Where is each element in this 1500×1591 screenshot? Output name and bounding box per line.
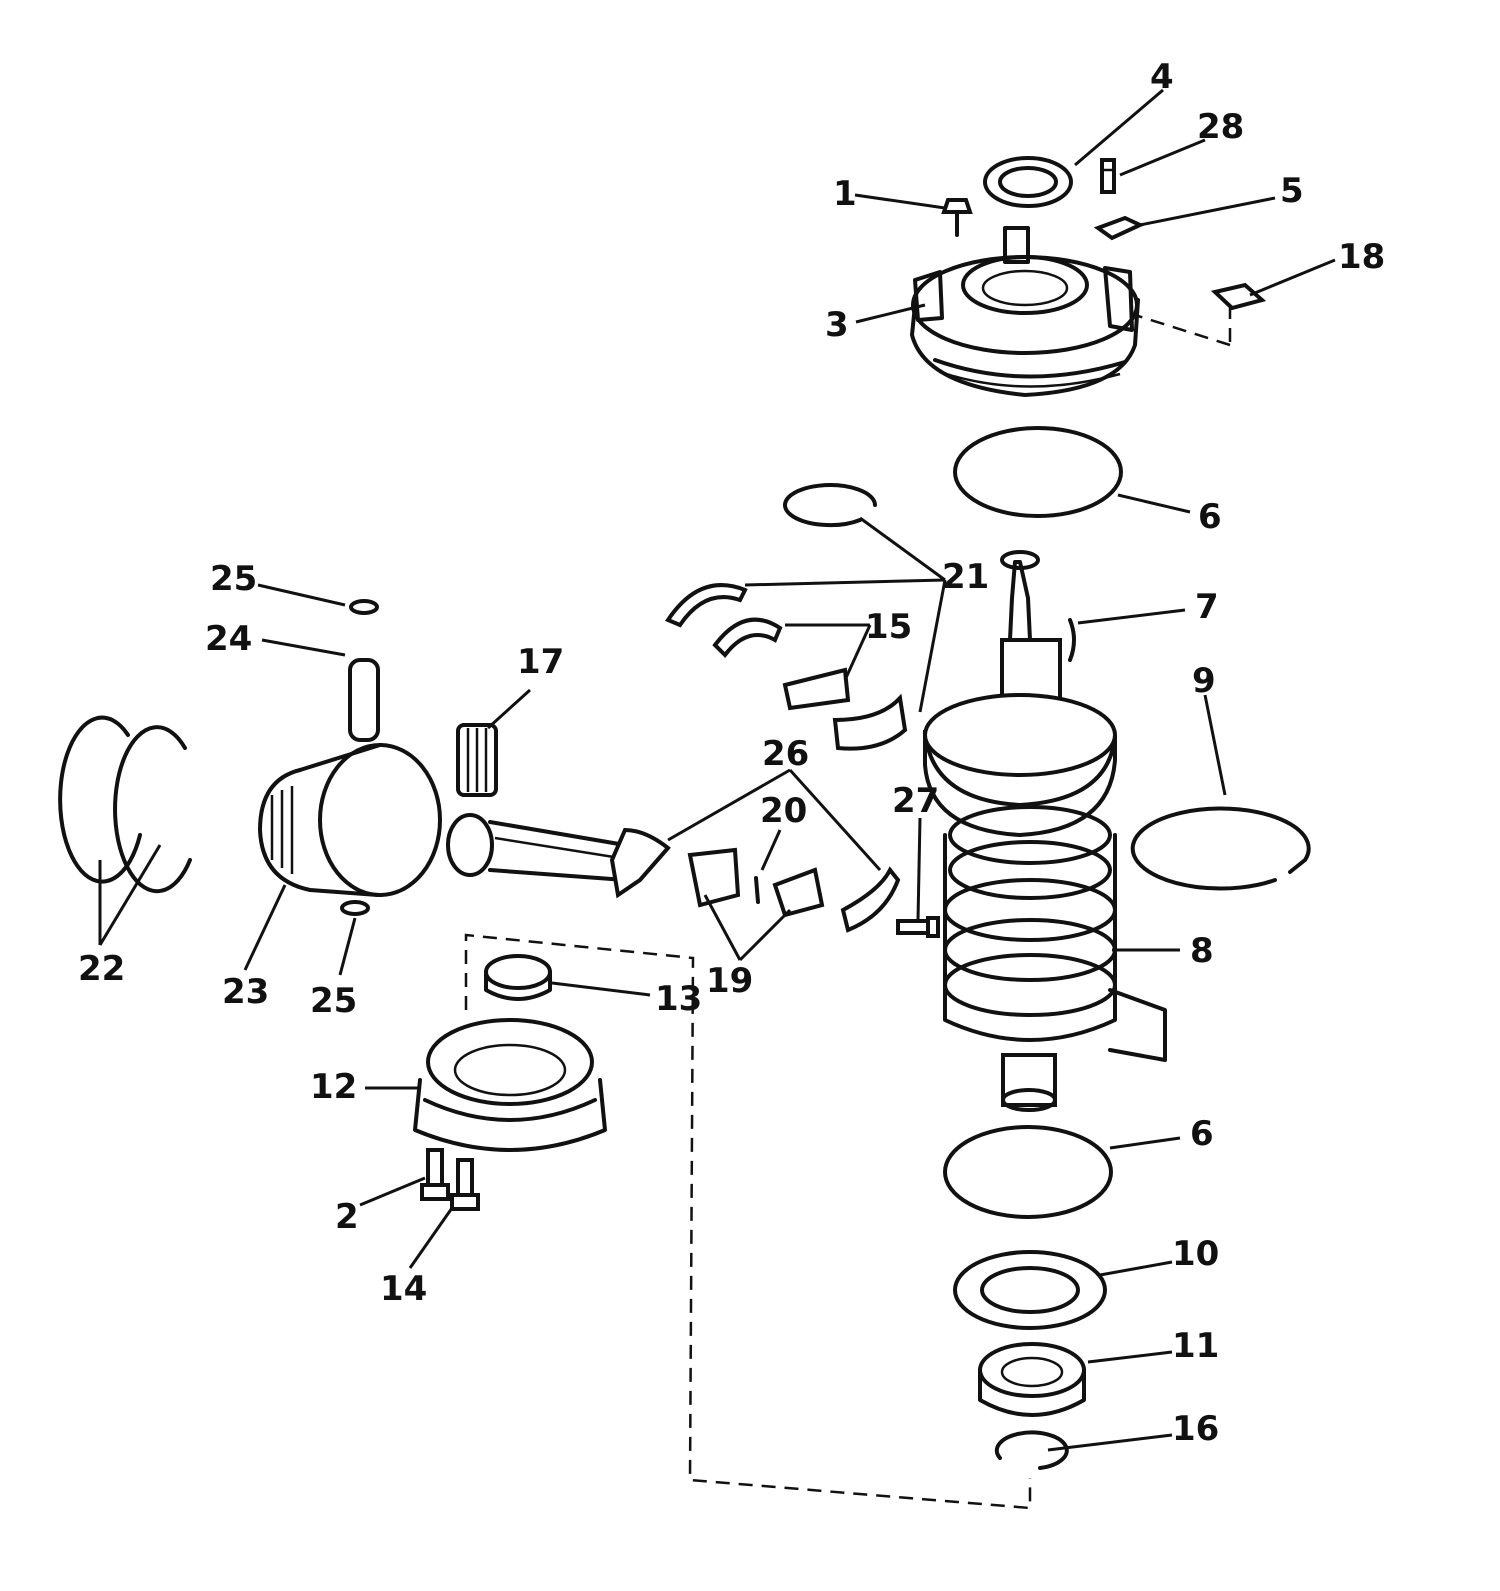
screw-2 — [420, 1148, 450, 1201]
screw-14 — [450, 1158, 480, 1211]
callout-26: 26 — [762, 734, 809, 774]
thrust-washer-10 — [953, 1250, 1107, 1330]
retaining-ring-9 — [1130, 806, 1311, 891]
bearing-half-21-upper — [664, 583, 748, 628]
callout-6-bottom: 6 — [1190, 1114, 1214, 1154]
bolt-1 — [941, 198, 973, 237]
piston — [258, 743, 442, 897]
callout-17: 17 — [517, 642, 564, 682]
callout-24: 24 — [205, 619, 252, 659]
assembly-reference-line — [464, 933, 1032, 1510]
callout-labels: 1 2 3 4 5 6 6 7 8 9 10 11 12 13 14 15 16… — [78, 57, 1385, 1449]
connecting-rod — [446, 813, 671, 899]
callout-25-bottom: 25 — [310, 981, 357, 1021]
oil-seal-top — [983, 156, 1073, 208]
callout-12: 12 — [310, 1067, 357, 1107]
bearing-half-15-upper — [712, 617, 783, 659]
callout-6-top: 6 — [1198, 497, 1222, 537]
bearing-half-15-lower — [782, 667, 851, 711]
callout-18: 18 — [1338, 237, 1385, 277]
bracket-18 — [1134, 282, 1267, 347]
callout-7: 7 — [1195, 587, 1219, 627]
lower-bearing-housing — [413, 1018, 607, 1152]
callout-19: 19 — [706, 961, 753, 1001]
snap-ring-16 — [994, 1430, 1069, 1470]
callout-20: 20 — [760, 791, 807, 831]
callout-13: 13 — [655, 979, 702, 1019]
callout-21: 21 — [942, 557, 989, 597]
callout-23: 23 — [222, 972, 269, 1012]
callout-3: 3 — [825, 305, 849, 345]
key-7 — [1068, 618, 1076, 662]
ball-bearing-11 — [978, 1342, 1086, 1417]
callout-11: 11 — [1172, 1326, 1219, 1366]
o-ring-6-top — [953, 426, 1123, 518]
upper-bearing-housing — [910, 226, 1140, 397]
callout-15: 15 — [865, 607, 912, 647]
retaining-ring-21 — [783, 483, 877, 528]
bearing-half-21-lower — [832, 693, 908, 751]
callout-16: 16 — [1172, 1409, 1219, 1449]
callout-14: 14 — [380, 1269, 427, 1309]
callout-28: 28 — [1197, 107, 1244, 147]
pin-lock-ring-25-top — [349, 599, 379, 615]
dowel-20 — [754, 876, 760, 904]
callout-8: 8 — [1190, 931, 1214, 971]
callout-1: 1 — [833, 174, 857, 214]
callout-9: 9 — [1192, 661, 1216, 701]
seal-13 — [484, 954, 552, 1001]
piston-ring-22-outer — [58, 715, 142, 884]
callout-2: 2 — [335, 1197, 359, 1237]
piston-ring-22-inner — [113, 725, 192, 894]
callout-25-top: 25 — [210, 559, 257, 599]
screw-28 — [1100, 158, 1116, 194]
callout-27: 27 — [892, 781, 939, 821]
o-ring-6-bottom — [943, 1125, 1113, 1219]
leader-lines — [98, 88, 1336, 1452]
rod-cap-26 — [840, 866, 901, 933]
pin-lock-ring-25-bottom — [340, 900, 370, 916]
piston-pin-24 — [348, 658, 380, 742]
callout-10: 10 — [1172, 1234, 1219, 1274]
clip-5 — [1093, 215, 1145, 241]
callout-22: 22 — [78, 949, 125, 989]
bearing-liner-19 — [687, 847, 825, 918]
callout-5: 5 — [1280, 171, 1304, 211]
screw-27 — [896, 916, 940, 938]
crankshaft — [923, 550, 1167, 1112]
callout-4: 4 — [1150, 57, 1174, 97]
bearing-cage-17 — [456, 723, 498, 797]
